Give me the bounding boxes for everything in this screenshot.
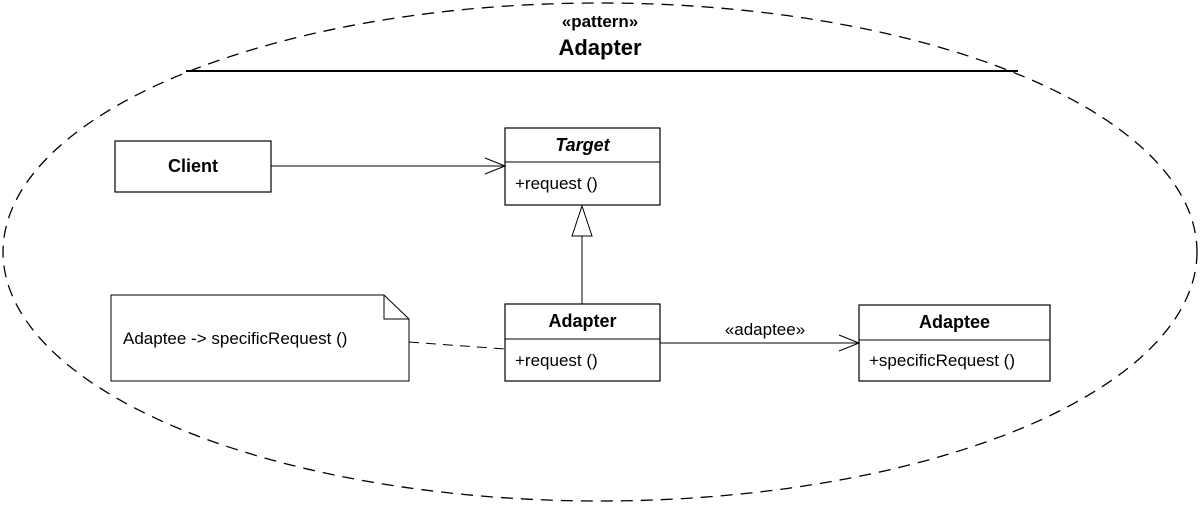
client-target-arrowhead <box>484 157 507 175</box>
adaptee-class-name: Adaptee <box>918 312 990 332</box>
generalization-triangle <box>571 204 593 237</box>
adapter-class-name: Adapter <box>548 311 617 331</box>
adapter-class-box[interactable] <box>504 303 661 382</box>
adaptee-association-label: «adaptee» <box>724 320 806 339</box>
adapter-adaptee-arrowhead <box>838 334 861 352</box>
pattern-stereotype: «pattern» <box>561 12 639 31</box>
target-class-box[interactable] <box>504 127 661 206</box>
note-fold <box>383 295 409 320</box>
adapter-operation: +request () <box>515 351 598 370</box>
adaptee-class-box[interactable] <box>858 304 1051 382</box>
target-operation: +request () <box>515 174 598 193</box>
pattern-title: Adapter <box>558 35 642 60</box>
note-shape[interactable] <box>110 294 410 382</box>
target-class-name: Target <box>555 135 610 155</box>
adaptee-operation: +specificRequest () <box>869 351 1015 370</box>
note-anchor-line <box>408 341 506 350</box>
client-class-name: Client <box>167 156 218 176</box>
note-text: Adaptee -> specificRequest () <box>123 329 348 348</box>
